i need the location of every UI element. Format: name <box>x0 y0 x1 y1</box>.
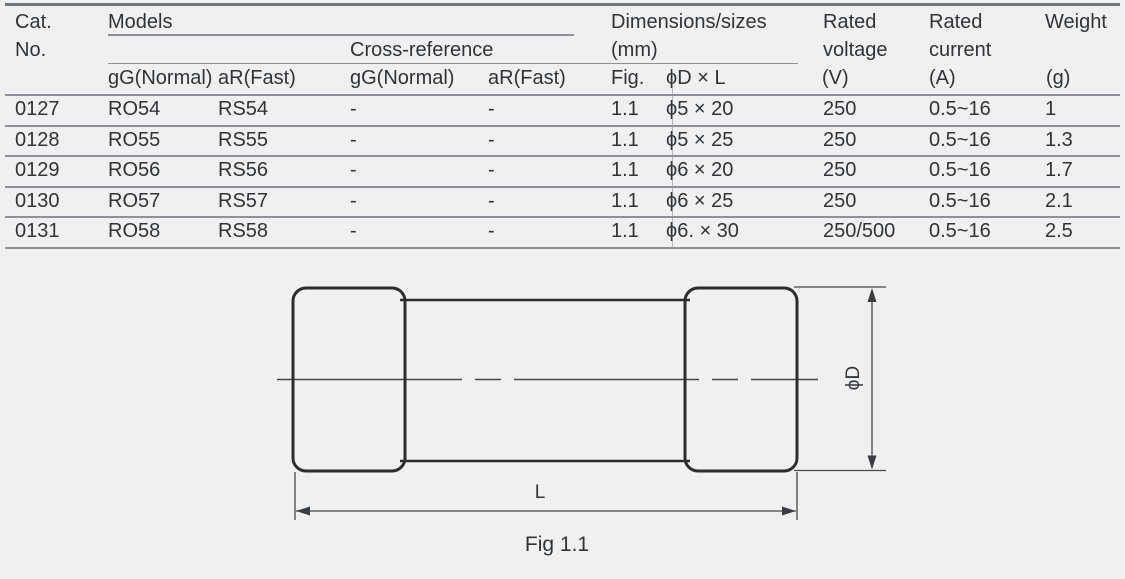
subheader-gg-normal-models: gG(Normal) <box>108 67 213 89</box>
header-cat-no-line1: Cat. <box>15 11 52 33</box>
cell-model-ar-fast: RS58 <box>218 220 269 243</box>
table-top-border <box>5 3 1120 6</box>
fuse-right-cap <box>683 286 799 473</box>
header-rated-current-unit: (A) <box>929 67 956 89</box>
cell-d-x-l: ϕ5 × 25 <box>666 128 734 151</box>
cell-rated-current: 0.5~16 <box>929 128 991 151</box>
table-row: 0129 RO56 RS56 - - 1.1 ϕ6 × 20 250 0.5~1… <box>5 157 1120 188</box>
cell-weight: 1.3 <box>1045 128 1073 151</box>
cell-model-ar-fast: RS54 <box>218 98 269 121</box>
cell-model-gg-normal: RO54 <box>108 98 161 121</box>
cell-rated-voltage: 250 <box>823 159 857 182</box>
cell-cat-no: 0127 <box>15 98 60 121</box>
table-row: 0131 RO58 RS58 - - 1.1 ϕ6. × 30 250/500 … <box>5 218 1120 249</box>
cell-cross-gg-normal: - <box>350 128 357 151</box>
header-dimensions-line1: Dimensions/sizes <box>611 11 767 33</box>
cell-cross-gg-normal: - <box>350 220 357 243</box>
length-arrow-left-icon <box>296 506 310 516</box>
subheader-fig: Fig. <box>611 67 645 89</box>
phi-column-guide-line <box>672 72 673 249</box>
table-row: 0127 RO54 RS54 - - 1.1 ϕ5 × 20 250 0.5~1… <box>5 96 1120 127</box>
cell-cat-no: 0128 <box>15 128 60 151</box>
cell-fig: 1.1 <box>611 189 639 212</box>
header-rated-voltage-unit: (V) <box>822 67 849 89</box>
cell-rated-current: 0.5~16 <box>929 189 991 212</box>
cell-cat-no: 0129 <box>15 159 60 182</box>
cell-fig: 1.1 <box>611 220 639 243</box>
cell-model-gg-normal: RO56 <box>108 159 161 182</box>
cell-fig: 1.1 <box>611 98 639 121</box>
cell-cross-ar-fast: - <box>488 189 495 212</box>
models-group-underline <box>108 34 574 36</box>
subheader-gg-normal-cross: gG(Normal) <box>350 67 455 89</box>
cell-weight: 1.7 <box>1045 159 1073 182</box>
cell-cross-ar-fast: - <box>488 98 495 121</box>
diameter-arrow-up-icon <box>867 288 877 302</box>
header-dimensions-line2: (mm) <box>611 39 658 61</box>
cell-cat-no: 0130 <box>15 189 60 212</box>
cell-cross-gg-normal: - <box>350 189 357 212</box>
cell-model-ar-fast: RS55 <box>218 128 269 151</box>
header-weight-unit: (g) <box>1046 67 1071 89</box>
cell-d-x-l: ϕ6 × 20 <box>666 159 734 182</box>
cell-model-gg-normal: RO58 <box>108 220 161 243</box>
cell-cross-gg-normal: - <box>350 159 357 182</box>
header-rated-voltage-line2: voltage <box>823 39 888 61</box>
cell-rated-current: 0.5~16 <box>929 98 991 121</box>
cell-model-ar-fast: RS56 <box>218 159 269 182</box>
subheader-d-x-l: ϕD × L <box>666 67 726 89</box>
cell-rated-voltage: 250 <box>823 128 857 151</box>
length-label: L <box>534 482 546 503</box>
cell-rated-voltage: 250 <box>823 98 857 121</box>
subheader-ar-fast-models: aR(Fast) <box>218 67 296 89</box>
cell-rated-current: 0.5~16 <box>929 220 991 243</box>
fuse-left-cap <box>291 286 407 473</box>
cell-rated-current: 0.5~16 <box>929 159 991 182</box>
cell-weight: 1 <box>1045 98 1057 121</box>
cell-model-gg-normal: RO55 <box>108 128 161 151</box>
cell-d-x-l: ϕ5 × 20 <box>666 98 734 121</box>
cell-cross-ar-fast: - <box>488 220 495 243</box>
cell-weight: 2.1 <box>1045 189 1073 212</box>
cell-model-ar-fast: RS57 <box>218 189 269 212</box>
cell-weight: 2.5 <box>1045 220 1073 243</box>
diameter-arrow-down-icon <box>867 455 877 470</box>
length-arrow-right-icon <box>782 506 796 516</box>
cell-rated-voltage: 250/500 <box>823 220 896 243</box>
cell-fig: 1.1 <box>611 159 639 182</box>
header-rated-voltage-line1: Rated <box>823 11 877 33</box>
header-bottom-border <box>5 94 1120 96</box>
cell-model-gg-normal: RO57 <box>108 189 161 212</box>
diameter-label: ϕD <box>843 365 864 391</box>
figure-caption: Fig 1.1 <box>524 533 590 556</box>
cell-cross-ar-fast: - <box>488 159 495 182</box>
cell-d-x-l: ϕ6. × 30 <box>666 220 739 243</box>
subheader-ar-fast-cross: aR(Fast) <box>488 67 566 89</box>
cell-cat-no: 0131 <box>15 220 60 243</box>
header-rated-current-line2: current <box>929 39 992 61</box>
header-models: Models <box>108 11 173 33</box>
header-weight: Weight <box>1045 11 1107 33</box>
header-cat-no-line2: No. <box>15 39 47 61</box>
header-rated-current-line1: Rated <box>929 11 983 33</box>
table-row: 0130 RO57 RS57 - - 1.1 ϕ6 × 25 250 0.5~1… <box>5 188 1120 218</box>
cell-cross-ar-fast: - <box>488 128 495 151</box>
cell-rated-voltage: 250 <box>823 189 857 212</box>
cell-cross-gg-normal: - <box>350 98 357 121</box>
cell-d-x-l: ϕ6 × 25 <box>666 189 734 212</box>
table-row: 0128 RO55 RS55 - - 1.1 ϕ5 × 25 250 0.5~1… <box>5 127 1120 157</box>
subgroup-underline <box>108 62 798 64</box>
header-cross-reference: Cross-reference <box>350 39 494 61</box>
cell-fig: 1.1 <box>611 128 639 151</box>
